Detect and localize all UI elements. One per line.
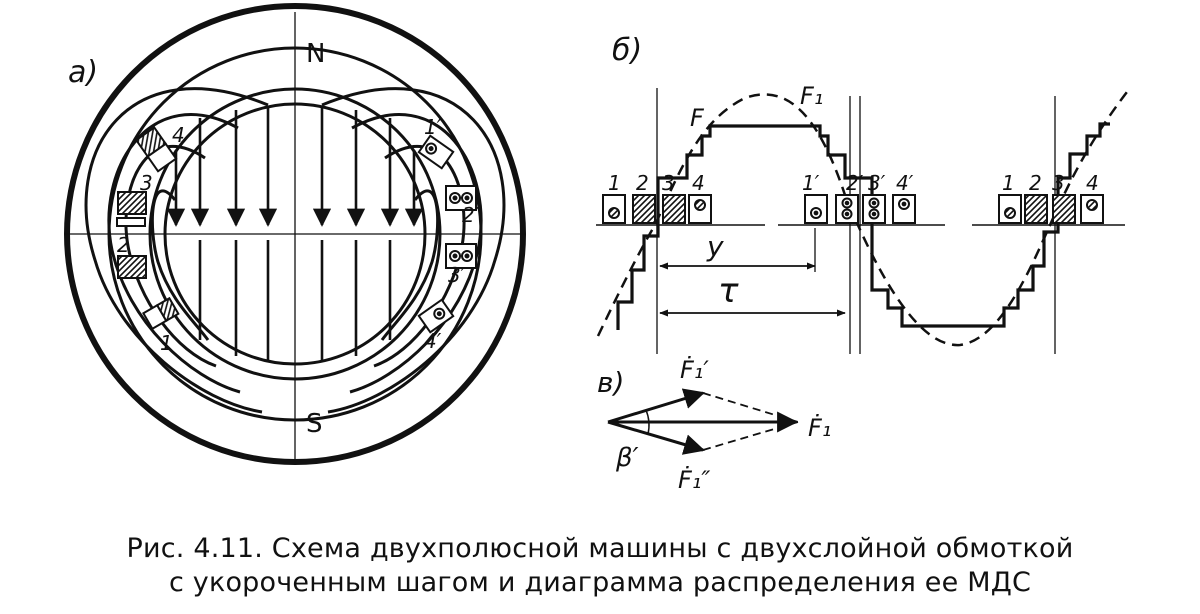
south-pole-label: S — [306, 409, 323, 439]
slot-label: 4 — [692, 171, 705, 195]
figure: а) N S 4 3 2 1 1′ 2′ 3′ 4′ б) F F₁ — [64, 3, 1131, 494]
vector-label-result: Ḟ₁ — [808, 413, 831, 442]
stepped-mmf-curve — [616, 122, 1110, 330]
coil-label: 1 — [160, 331, 173, 355]
slot-label: 2 — [636, 171, 649, 195]
slot-label: 1′ — [802, 171, 820, 195]
parallelogram-edge — [702, 421, 799, 451]
slot-label: 2′ — [846, 171, 864, 195]
vector-f1-double-prime — [607, 420, 706, 455]
panel-v-label: в) — [597, 366, 624, 399]
coil-label: 3′ — [448, 263, 466, 287]
panel-a-label: а) — [68, 55, 98, 90]
coil-label: 2′ — [462, 203, 480, 227]
machine-cross-section: а) N S 4 3 2 1 1′ 2′ 3′ 4′ — [64, 3, 526, 465]
parallelogram-edge — [702, 392, 799, 423]
flux-arrows — [166, 106, 424, 362]
pole-pitch-label: τ — [718, 271, 739, 311]
slot-label: 1 — [1002, 171, 1015, 195]
right-coils — [417, 134, 477, 334]
coil-label: 3 — [140, 171, 153, 195]
slot-group-3 — [998, 194, 1104, 224]
panel-b-label: б) — [612, 33, 642, 68]
slot-label: 1 — [608, 171, 621, 195]
vector-label-lower: Ḟ₁″ — [678, 465, 710, 494]
slot-group-1 — [602, 194, 712, 224]
slot-label: 3 — [1052, 171, 1065, 195]
figure-caption-line-2: с укороченным шагом и диаграмма распреде… — [168, 567, 1032, 598]
angle-arc — [645, 409, 650, 435]
slot-group-2 — [804, 194, 916, 224]
vector-label-upper: Ḟ₁′ — [680, 355, 709, 384]
vector-diagram: в) Ḟ₁′ Ḟ₁″ Ḟ₁ β′ — [597, 355, 831, 494]
slot-label: 3′ — [868, 171, 886, 195]
slot-label: 3 — [662, 171, 675, 195]
coil-pitch-label: y — [706, 230, 724, 263]
curve-label-f1: F₁ — [800, 82, 823, 110]
angle-label: β′ — [615, 443, 639, 473]
slot-label: 4 — [1086, 171, 1099, 195]
figure-caption-line-1: Рис. 4.11. Схема двухполюсной машины с д… — [126, 533, 1074, 564]
left-coils — [116, 126, 180, 331]
coil-label: 2 — [117, 233, 130, 257]
north-pole-label: N — [306, 39, 325, 69]
mmf-diagram: б) F F₁ 1 2 3 4 — [596, 33, 1131, 354]
slot-label: 4′ — [896, 171, 914, 195]
coil-label: 1′ — [424, 115, 442, 139]
coil-label: 4 — [172, 123, 185, 147]
reference-lines — [656, 88, 1056, 354]
curve-label-f: F — [690, 104, 705, 132]
coil-label: 4′ — [424, 329, 442, 353]
vector-f1-prime — [607, 388, 706, 424]
slot-label: 2 — [1029, 171, 1042, 195]
